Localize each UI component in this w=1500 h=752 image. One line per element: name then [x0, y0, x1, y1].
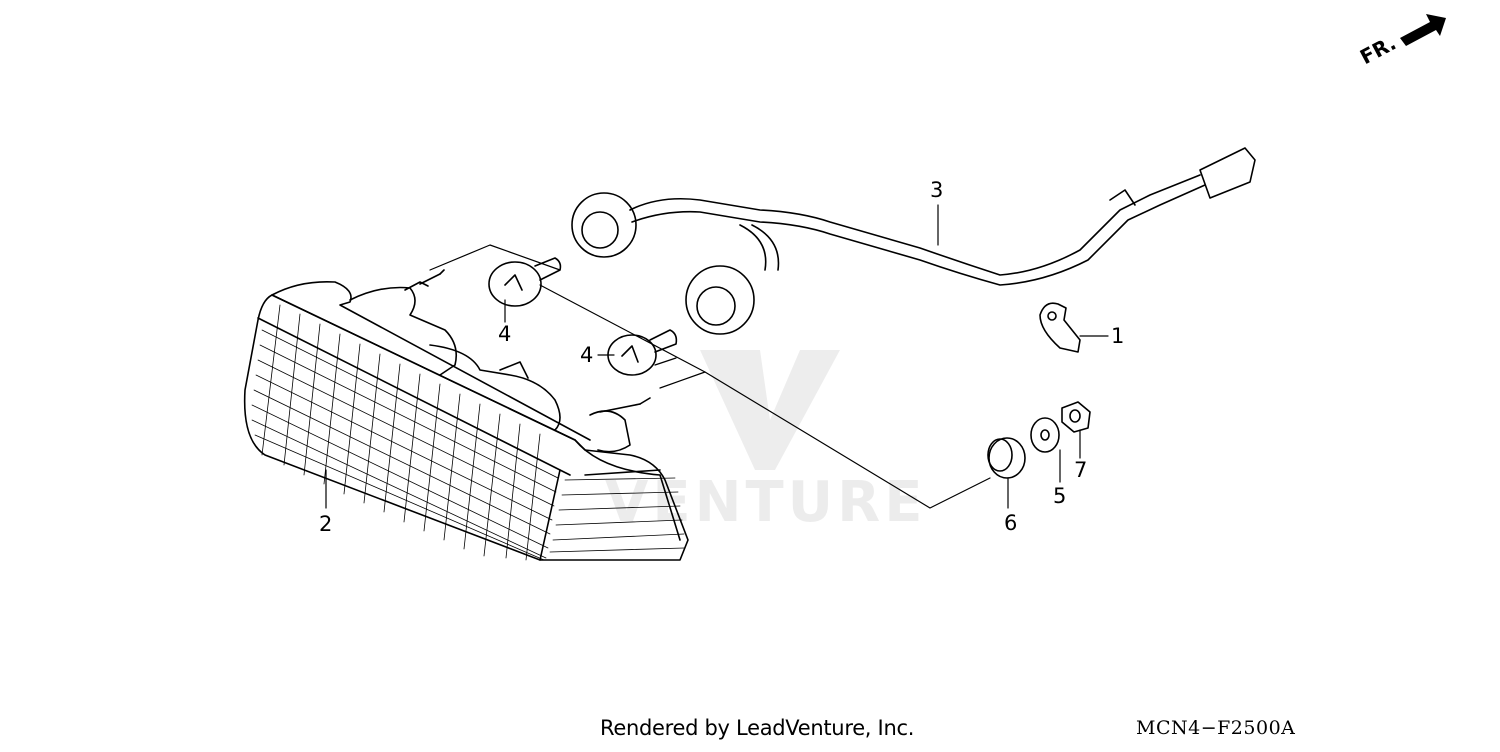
flange-nut: [1061, 401, 1091, 433]
diagram-code: MCN4−F2500A: [1136, 717, 1296, 739]
callout-4-lower: 4: [580, 343, 594, 367]
tail-light-lens: [243, 269, 689, 561]
bulb-lower: [607, 329, 678, 376]
callout-5: 5: [1053, 484, 1067, 508]
watermark-text: VENTURE: [605, 470, 927, 535]
leader-lines: [325, 204, 1109, 509]
washer: [1030, 417, 1060, 453]
front-direction-arrow: [1400, 14, 1446, 46]
callout-2: 2: [319, 512, 333, 536]
callout-4-upper: 4: [498, 322, 512, 346]
callout-3: 3: [930, 178, 944, 202]
watermark-logo: [700, 350, 840, 470]
grommet: [987, 437, 1026, 479]
callout-7: 7: [1074, 458, 1088, 482]
bulb-upper: [488, 257, 562, 307]
render-credit: Rendered by LeadVenture, Inc.: [600, 716, 915, 740]
harness-clamp: [1039, 302, 1081, 353]
wire-harness: [571, 147, 1256, 335]
lens-grid: [251, 304, 685, 561]
callout-1: 1: [1111, 324, 1125, 348]
callout-6: 6: [1004, 511, 1018, 535]
